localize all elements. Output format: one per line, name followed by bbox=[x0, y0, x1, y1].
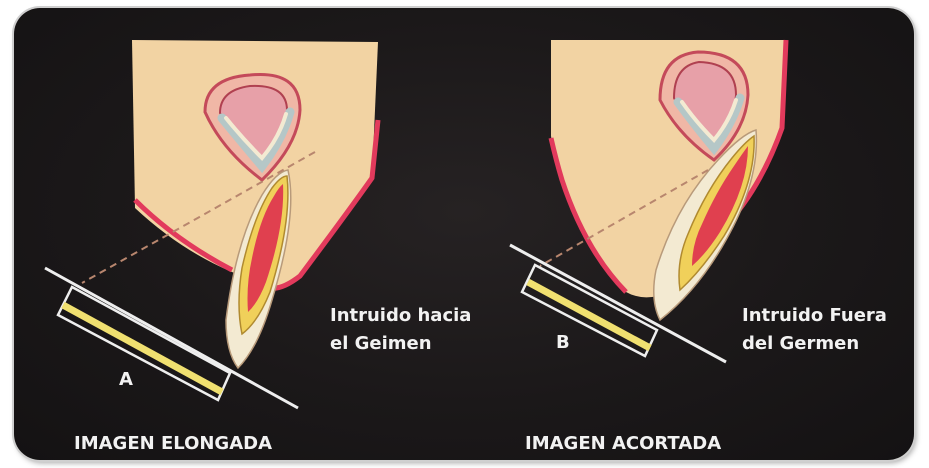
left-caption-line1: Intruido hacia bbox=[330, 305, 471, 326]
right-caption-line1: Intruido Fuera bbox=[742, 305, 887, 326]
left-marker-label: A bbox=[119, 369, 133, 390]
right-marker-label: B bbox=[556, 332, 570, 353]
left-figure bbox=[45, 40, 378, 408]
left-caption-line2: el Geimen bbox=[330, 333, 432, 354]
right-caption-line2: del Germen bbox=[742, 333, 859, 354]
right-figure-title: IMAGEN ACORTADA bbox=[525, 433, 721, 454]
left-figure-title: IMAGEN ELONGADA bbox=[74, 433, 272, 454]
